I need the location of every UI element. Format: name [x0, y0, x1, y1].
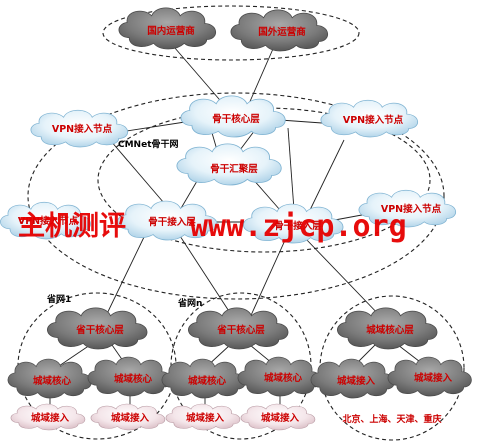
provinceN-metro-core-a-label: 城域核心: [188, 375, 227, 387]
province1-access-a-label: 城域接入: [31, 412, 70, 424]
cmnet-outer-region: [27, 92, 445, 300]
province1-access-b-label: 城域接入: [111, 412, 150, 424]
watermark-cn: 主机测评: [18, 211, 126, 242]
foreign-operator-label: 国外运营商: [258, 26, 306, 38]
province1-core-label: 省干核心层: [75, 324, 124, 336]
backbone-access-left-label: 骨干接入层: [148, 216, 196, 228]
backbone-core-label: 骨干核心层: [212, 113, 260, 125]
province1-metro-core-a-label: 城域核心: [33, 375, 72, 387]
provinceN-label: 省网n: [177, 297, 202, 309]
provinceN-core-label: 省干核心层: [216, 324, 265, 336]
provinceN-access-a-label: 城域接入: [186, 412, 225, 424]
vpn-lower-right-label: VPN接入节点: [381, 203, 442, 215]
city-core-label: 城域核心层: [366, 324, 414, 336]
backbone-aggregation-label: 骨干汇聚层: [210, 163, 258, 175]
backbone-access-right-label: 骨干接入层: [274, 220, 322, 232]
province1-label: 省网1: [46, 293, 71, 305]
vpn-lower-left-label: VPN接入节点: [18, 215, 79, 227]
city-access-a-label: 城域接入: [337, 375, 376, 387]
province1-metro-core-b-label: 城域核心: [114, 373, 153, 385]
cmnet-label: CMNet骨干网: [118, 139, 179, 150]
operator-region: [102, 5, 360, 61]
vpn-right-label: VPN接入节点: [343, 114, 404, 126]
domestic-operator-label: 国内运营商: [147, 25, 195, 37]
city-access-b-label: 城域接入: [414, 372, 453, 384]
vpn-left-label: VPN接入节点: [52, 123, 113, 135]
provinceN-access-b-label: 城域接入: [261, 412, 300, 424]
provinceN-metro-core-b-label: 城域核心: [264, 372, 303, 384]
watermark-url: www.zjcp.org: [190, 209, 407, 244]
city-names-label: 北京、上海、天津、重庆: [342, 413, 441, 425]
